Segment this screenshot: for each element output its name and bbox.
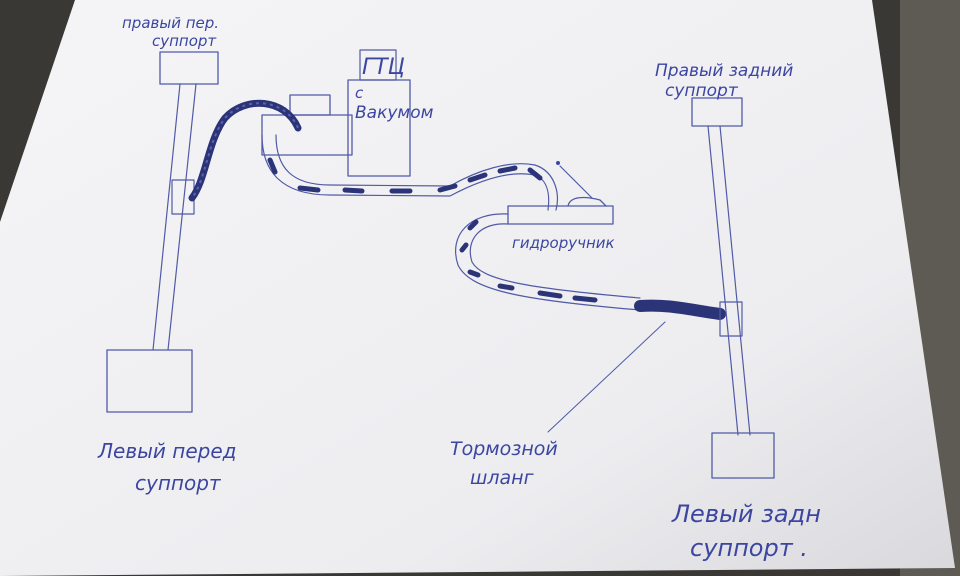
front-right-caliper — [159, 51, 219, 85]
handbrake-body — [507, 205, 614, 225]
label-rear-left-caliper: Левый задн суппорт . — [671, 500, 829, 562]
label-front-right-caliper: правый пер. суппорт — [122, 14, 224, 50]
brake-hose-pointer — [547, 321, 666, 433]
rear-tee-fitting — [719, 301, 743, 337]
label-rear-right-caliper: Правый задний суппорт — [655, 61, 799, 101]
rear-brake-line — [691, 97, 775, 479]
label-front-left-caliper: Левый перед суппорт — [97, 439, 243, 495]
pipe-handbrake-to-rear — [455, 213, 726, 320]
pipe-master-to-handbrake — [261, 134, 558, 211]
vacuum-booster-top — [359, 49, 397, 81]
label-brake-hose: Тормозной шланг — [450, 438, 564, 489]
handbrake-lever — [559, 165, 593, 199]
front-brake-line — [106, 51, 219, 413]
rear-right-caliper — [691, 97, 743, 127]
master-cylinder-reservoir — [289, 94, 331, 116]
hydraulic-handbrake — [507, 161, 614, 225]
front-left-caliper — [106, 349, 193, 413]
rubber-brake-hose — [634, 299, 726, 320]
label-master-cylinder: ГТЦ с Вакумом — [355, 55, 434, 123]
rear-left-caliper — [711, 432, 775, 479]
label-handbrake: гидроручник — [512, 234, 615, 252]
